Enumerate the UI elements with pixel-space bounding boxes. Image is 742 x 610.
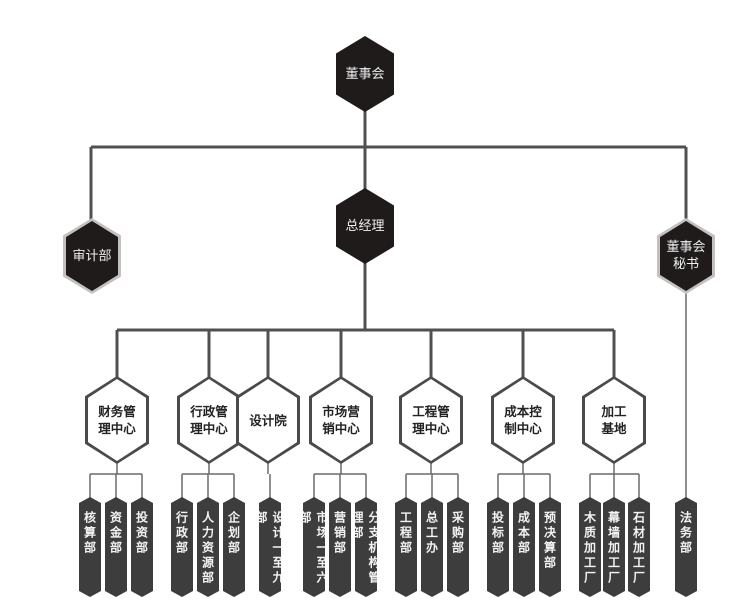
dept-label: 总工办 xyxy=(424,511,439,556)
dept-label: 投标部 xyxy=(490,511,505,556)
dept-box: 石材加工厂 xyxy=(628,497,650,597)
node-center-label: 工程管 理中心 xyxy=(402,379,460,461)
dept-box-legal: 法务部 xyxy=(675,497,697,597)
node-center: 工程管 理中心 xyxy=(399,376,463,464)
dept-box: 总工办 xyxy=(421,497,443,597)
dept-label: 预决算部 xyxy=(542,511,557,571)
node-board-label: 董事会 xyxy=(339,39,391,109)
dept-label: 法务部 xyxy=(678,511,693,556)
dept-box: 核算部 xyxy=(79,497,101,597)
dept-box: 投标部 xyxy=(487,497,509,597)
node-center-label: 市场营 销中心 xyxy=(312,379,370,461)
dept-label: 资金部 xyxy=(108,511,123,556)
dept-label: 核算部 xyxy=(82,511,97,556)
dept-label: 分支机构管理部 xyxy=(350,511,381,586)
dept-label: 行政部 xyxy=(174,511,189,556)
node-center-label: 设计院 xyxy=(239,379,297,461)
node-board-secretary-label: 董事会 秘书 xyxy=(660,221,712,291)
dept-box: 设计一至九部 xyxy=(259,497,281,597)
dept-box: 投资部 xyxy=(131,497,153,597)
dept-box: 木质加工厂 xyxy=(579,497,601,597)
dept-box: 成本部 xyxy=(513,497,535,597)
dept-box: 人力资源部 xyxy=(197,497,219,597)
dept-label: 营销部 xyxy=(332,511,347,556)
dept-box: 行政部 xyxy=(171,497,193,597)
dept-box: 工程部 xyxy=(395,497,417,597)
dept-box: 市场一至六部 xyxy=(303,497,325,597)
node-center: 财务管 理中心 xyxy=(85,376,149,464)
node-center-label: 行政管 理中心 xyxy=(180,379,238,461)
dept-box: 采购部 xyxy=(447,497,469,597)
dept-box: 预决算部 xyxy=(539,497,561,597)
node-center-label: 加工 基地 xyxy=(585,379,643,461)
dept-label: 市场一至六部 xyxy=(298,511,329,586)
dept-label: 幕墙加工厂 xyxy=(606,511,621,586)
dept-label: 采购部 xyxy=(450,511,465,556)
node-center: 行政管 理中心 xyxy=(177,376,241,464)
dept-label: 成本部 xyxy=(516,511,531,556)
dept-box: 资金部 xyxy=(105,497,127,597)
node-board-secretary: 董事会 秘书 xyxy=(657,218,715,294)
node-center: 市场营 销中心 xyxy=(309,376,373,464)
dept-box: 分支机构管理部 xyxy=(355,497,377,597)
node-general-manager: 总经理 xyxy=(336,188,394,264)
node-center-label: 成本控 制中心 xyxy=(494,379,552,461)
node-board: 董事会 xyxy=(336,36,394,112)
node-center: 设计院 xyxy=(236,376,300,464)
dept-label: 石材加工厂 xyxy=(631,511,646,586)
node-center: 成本控 制中心 xyxy=(491,376,555,464)
node-center: 加工 基地 xyxy=(582,376,646,464)
node-center-label: 财务管 理中心 xyxy=(88,379,146,461)
dept-label: 木质加工厂 xyxy=(582,511,597,586)
dept-box: 幕墙加工厂 xyxy=(603,497,625,597)
dept-label: 设计一至九部 xyxy=(254,511,285,586)
dept-box: 企划部 xyxy=(223,497,245,597)
dept-label: 企划部 xyxy=(226,511,241,556)
dept-label: 工程部 xyxy=(398,511,413,556)
dept-box: 营销部 xyxy=(329,497,351,597)
node-general-manager-label: 总经理 xyxy=(339,191,391,261)
node-audit: 审计部 xyxy=(63,218,121,294)
node-audit-label: 审计部 xyxy=(66,221,118,291)
dept-label: 投资部 xyxy=(134,511,149,556)
dept-label: 人力资源部 xyxy=(200,511,215,586)
